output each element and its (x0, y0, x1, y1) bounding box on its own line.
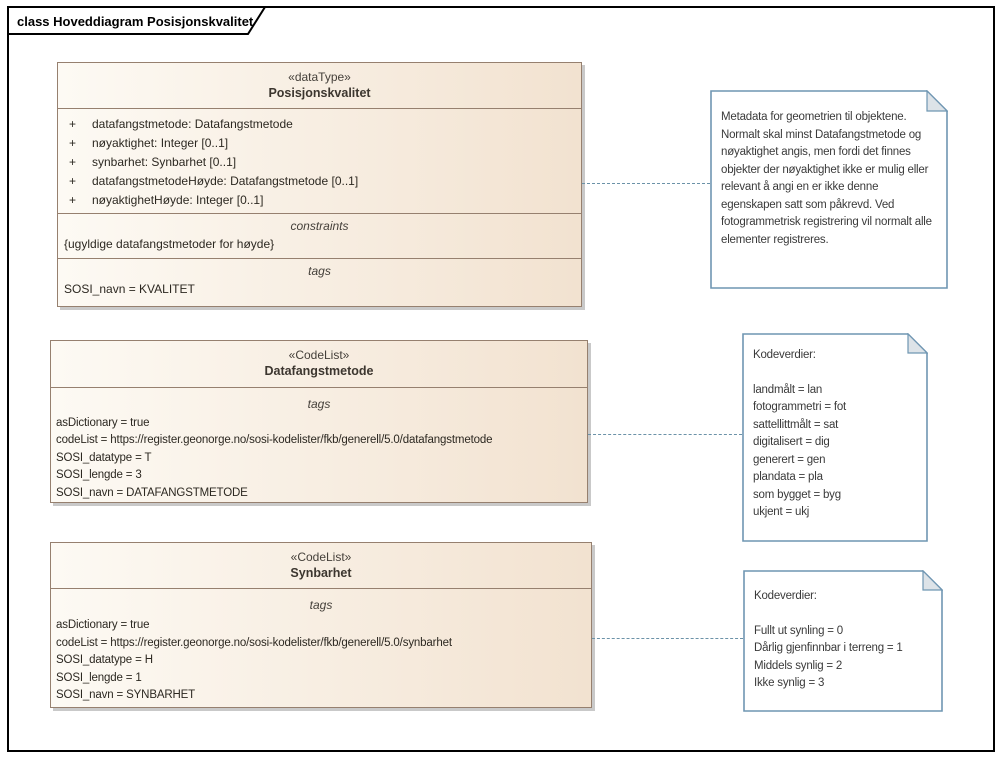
tab-shape (7, 6, 267, 35)
note-header: Kodeverdier: (753, 349, 816, 361)
class-name: Synbarhet (290, 566, 352, 580)
note-body (742, 333, 928, 542)
attribute-text: synbarhet: Synbarhet [0..1] (92, 155, 237, 169)
tag-text: asDictionary = true (56, 619, 150, 631)
tag-text: SOSI_navn = KVALITET (64, 282, 195, 296)
note-shape (710, 90, 948, 289)
class-header: «CodeList» Datafangstmetode (51, 341, 587, 388)
note-fold-corner-icon (922, 570, 943, 591)
class-stereotype: «CodeList» (288, 348, 350, 362)
note-datafangstmetode-kodeverdier: Kodeverdier: landmålt = lan fotogrammetr… (742, 333, 928, 543)
note-body (710, 90, 948, 289)
notelink-datafangstmetode (588, 434, 742, 435)
class-name: Datafangstmetode (264, 364, 374, 378)
note-code-line: Fullt ut synling = 0 (754, 624, 844, 637)
notelink-synbarhet (592, 638, 743, 639)
class-tags-compartment: tags SOSI_navn = KVALITET (58, 258, 581, 306)
tags-label: tags (308, 264, 331, 278)
class-stereotype: «CodeList» (290, 550, 352, 564)
tag-text: codeList = https://register.geonorge.no/… (56, 434, 493, 446)
visibility-marker: + (69, 155, 77, 169)
tag-text: codeList = https://register.geonorge.no/… (56, 636, 452, 649)
note-body (743, 570, 943, 712)
class-constraints-compartment: constraints {ugyldige datafangstmetoder … (58, 213, 581, 258)
notelink-posisjonskvalitet (582, 183, 710, 184)
note-code-line: Ikke synlig = 3 (754, 677, 825, 689)
note-code-line: ukjent = ukj (753, 506, 810, 518)
attribute-row: + nøyaktighet: Integer [0..1] (69, 134, 575, 153)
note-code-line: plandata = pla (753, 471, 823, 483)
constraint-text: {ugyldige datafangstmetoder for høyde} (64, 237, 275, 251)
note-spacer (754, 606, 933, 623)
note-code-line: som bygget = byg (753, 488, 841, 501)
class-header: «dataType» Posisjonskvalitet (58, 63, 581, 109)
class-synbarhet: «CodeList» Synbarhet tags asDictionary =… (50, 542, 592, 708)
attribute-text: datafangstmetodeHøyde: Datafangstmetode … (92, 174, 359, 188)
diagram-title-tab: class Hoveddiagram Posisjonskvalitet (7, 6, 267, 35)
tag-text: SOSI_navn = SYNBARHET (56, 689, 196, 701)
class-name: Posisjonskvalitet (268, 86, 371, 100)
tag-text: SOSI_lengde = 3 (56, 469, 142, 481)
attribute-row: + datafangstmetode: Datafangstmetode (69, 115, 575, 134)
visibility-marker: + (69, 117, 77, 131)
note-paragraph: Metadata for geometrien til objektene. N… (721, 111, 932, 246)
note-text: Metadata for geometrien til objektene. N… (710, 90, 948, 290)
attribute-row: + synbarhet: Synbarhet [0..1] (69, 153, 575, 172)
tag-text: SOSI_datatype = T (56, 451, 152, 464)
note-code-line: landmålt = lan (753, 383, 823, 396)
class-tags-compartment: tags asDictionary = true codeList = http… (51, 388, 587, 503)
note-fold-corner-icon (907, 333, 928, 354)
note-header: Kodeverdier: (754, 590, 817, 602)
note-code-line: generert = gen (753, 453, 826, 466)
note-code-line: fotogrammetri = fot (753, 401, 847, 413)
note-code-line: digitalisert = dig (753, 436, 830, 448)
tags-label: tags (309, 598, 333, 612)
tag-text: SOSI_lengde = 1 (56, 671, 142, 684)
visibility-marker: + (69, 174, 77, 188)
note-shape (742, 333, 928, 542)
constraints-label: constraints (290, 219, 349, 233)
attribute-text: datafangstmetode: Datafangstmetode (92, 117, 293, 131)
note-code-line: Middels synlig = 2 (754, 659, 843, 672)
class-header: «CodeList» Synbarhet (51, 543, 591, 589)
diagram-title: class Hoveddiagram Posisjonskvalitet (17, 14, 254, 29)
visibility-marker: + (69, 136, 77, 150)
class-posisjonskvalitet: «dataType» Posisjonskvalitet + datafangst… (57, 62, 582, 307)
note-spacer (753, 365, 918, 382)
note-text: Kodeverdier: landmålt = lan fotogrammetr… (742, 333, 928, 543)
note-code-line: Dårlig gjenfinnbar i terreng = 1 (754, 642, 903, 654)
tags-label: tags (307, 396, 331, 411)
class-stereotype: «dataType» (288, 70, 351, 84)
note-text: Kodeverdier: Fullt ut synling = 0 Dårlig… (743, 570, 943, 713)
attribute-row: + nøyaktighetHøyde: Integer [0..1] (69, 191, 575, 210)
note-posisjonskvalitet: Metadata for geometrien til objektene. N… (710, 90, 948, 290)
visibility-marker: + (69, 193, 77, 207)
note-synbarhet-kodeverdier: Kodeverdier: Fullt ut synling = 0 Dårlig… (743, 570, 943, 713)
attribute-row: + datafangstmetodeHøyde: Datafangstmetode… (69, 172, 575, 191)
note-code-line: sattellittmålt = sat (753, 418, 839, 431)
class-attributes-compartment: + datafangstmetode: Datafangstmetode + nøy… (58, 109, 581, 213)
note-shape (743, 570, 943, 712)
class-tags-compartment: tags asDictionary = true codeList = http… (51, 589, 591, 707)
attribute-text: nøyaktighetHøyde: Integer [0..1] (92, 193, 264, 207)
tag-text: asDictionary = true (56, 416, 150, 429)
tag-text: SOSI_datatype = H (56, 654, 153, 666)
tag-text: SOSI_navn = DATAFANGSTMETODE (56, 486, 248, 499)
note-fold-corner-icon (926, 90, 948, 112)
class-datafangstmetode: «CodeList» Datafangstmetode tags asDicti… (50, 340, 588, 503)
attribute-text: nøyaktighet: Integer [0..1] (92, 136, 229, 150)
